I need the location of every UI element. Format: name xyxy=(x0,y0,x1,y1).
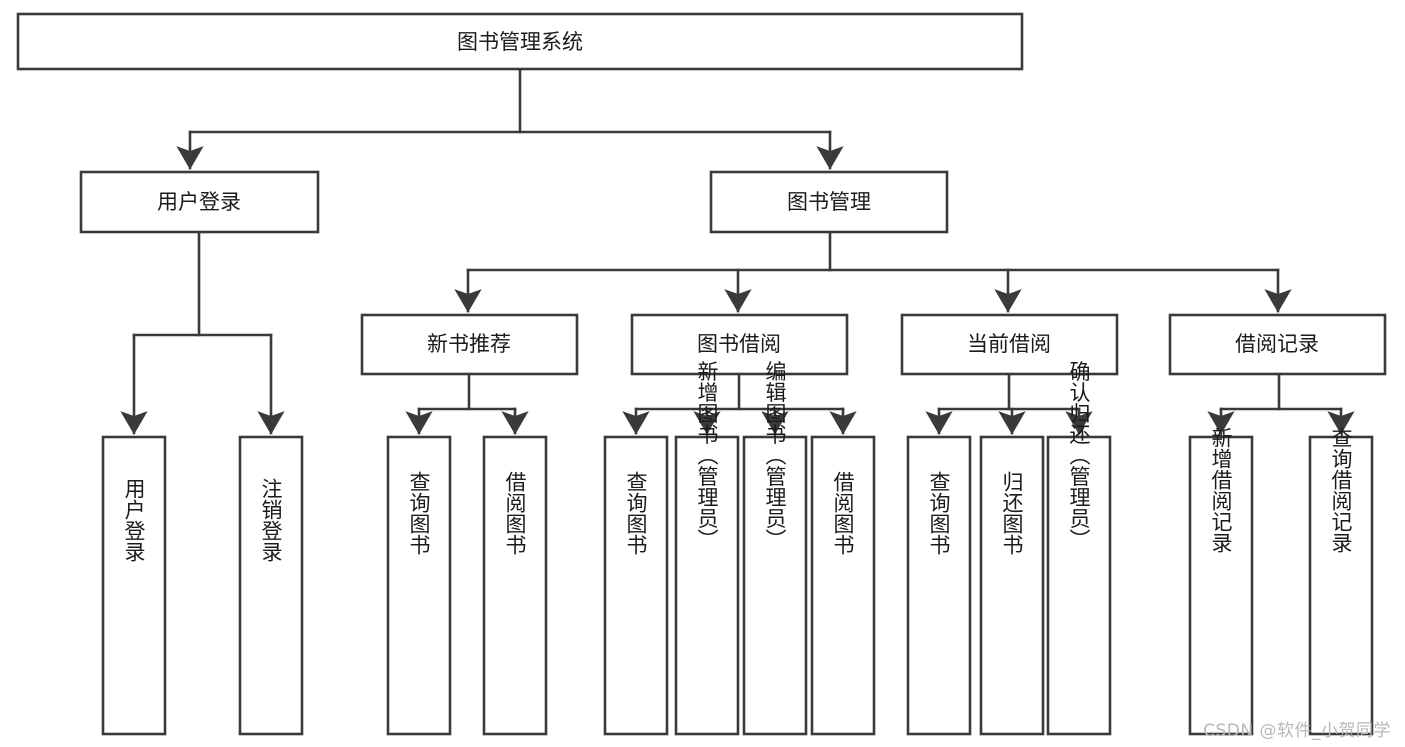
node-leaf-add-record-box[interactable] xyxy=(1188,435,1254,736)
node-leaf-borrow-book-1-box[interactable] xyxy=(482,435,548,736)
node-leaf-query-book-1[interactable]: 查询图书 xyxy=(386,435,452,736)
node-user-login-box[interactable] xyxy=(79,170,320,234)
node-layer: 图书管理系统 用户登录 图书管理 新书推荐 图书借阅 当前 xyxy=(16,12,1387,736)
node-leaf-borrow-book-2-box[interactable] xyxy=(810,435,876,736)
node-leaf-query-book-3-box[interactable] xyxy=(906,435,972,736)
node-borrow-record-label: 借阅记录 xyxy=(1235,332,1319,356)
node-new-book-rec[interactable]: 新书推荐 xyxy=(360,313,579,376)
node-current-borrow[interactable]: 当前借阅 xyxy=(900,313,1119,376)
node-leaf-query-record-box[interactable] xyxy=(1308,435,1374,736)
node-leaf-user-login[interactable]: 用户登录 xyxy=(101,435,167,736)
node-leaf-edit-book[interactable]: 编辑图书（管理员） xyxy=(742,361,808,736)
node-user-login[interactable]: 用户登录 xyxy=(79,170,320,234)
node-leaf-borrow-book-1-label: 借阅图书 xyxy=(503,471,527,555)
node-leaf-add-record-label: 新增借阅记录 xyxy=(1209,427,1233,553)
node-root[interactable]: 图书管理系统 xyxy=(16,12,1024,71)
node-book-mgmt-label: 图书管理 xyxy=(787,190,871,214)
node-leaf-logout[interactable]: 注销登录 xyxy=(238,435,304,736)
node-leaf-query-book-3-label: 查询图书 xyxy=(927,471,951,555)
node-current-borrow-label: 当前借阅 xyxy=(967,332,1051,356)
node-leaf-query-book-3[interactable]: 查询图书 xyxy=(906,435,972,736)
node-leaf-return-book-label: 归还图书 xyxy=(1000,471,1024,555)
node-book-mgmt-box[interactable] xyxy=(709,170,949,234)
node-book-borrow-box[interactable] xyxy=(630,313,849,376)
node-leaf-borrow-book-2[interactable]: 借阅图书 xyxy=(810,435,876,736)
node-leaf-query-record-label: 查询借阅记录 xyxy=(1329,427,1353,553)
node-book-borrow[interactable]: 图书借阅 xyxy=(630,313,849,376)
node-leaf-logout-box[interactable] xyxy=(238,435,304,736)
node-new-book-rec-label: 新书推荐 xyxy=(427,332,511,356)
node-book-mgmt[interactable]: 图书管理 xyxy=(709,170,949,234)
node-current-borrow-box[interactable] xyxy=(900,313,1119,376)
node-new-book-rec-box[interactable] xyxy=(360,313,579,376)
node-leaf-query-book-2-label: 查询图书 xyxy=(624,471,648,555)
node-leaf-confirm-return[interactable]: 确认归还（管理员） xyxy=(1046,361,1112,736)
node-leaf-add-record[interactable]: 新增借阅记录 xyxy=(1188,427,1254,736)
node-leaf-add-book-box[interactable] xyxy=(674,435,740,736)
node-leaf-query-record[interactable]: 查询借阅记录 xyxy=(1308,427,1374,736)
node-borrow-record[interactable]: 借阅记录 xyxy=(1168,313,1387,376)
node-leaf-user-login-label: 用户登录 xyxy=(122,478,146,562)
node-leaf-add-book-label: 新增图书（管理员） xyxy=(695,361,719,550)
csdn-watermark: CSDN @软件_小贺同学 xyxy=(1203,721,1391,741)
connector-layer xyxy=(120,67,1355,435)
node-leaf-query-book-2-box[interactable] xyxy=(603,435,669,736)
node-leaf-borrow-book-2-label: 借阅图书 xyxy=(831,471,855,555)
node-borrow-record-box[interactable] xyxy=(1168,313,1387,376)
node-leaf-edit-book-box[interactable] xyxy=(742,435,808,736)
node-book-borrow-label: 图书借阅 xyxy=(697,332,781,356)
node-user-login-label: 用户登录 xyxy=(157,190,241,214)
node-leaf-return-book[interactable]: 归还图书 xyxy=(979,435,1045,736)
node-leaf-add-book[interactable]: 新增图书（管理员） xyxy=(674,361,740,736)
node-leaf-return-book-box[interactable] xyxy=(979,435,1045,736)
node-leaf-borrow-book-1[interactable]: 借阅图书 xyxy=(482,435,548,736)
node-leaf-query-book-1-label: 查询图书 xyxy=(407,471,431,555)
node-root-label: 图书管理系统 xyxy=(457,30,583,54)
node-leaf-query-book-2[interactable]: 查询图书 xyxy=(603,435,669,736)
node-leaf-query-book-1-box[interactable] xyxy=(386,435,452,736)
node-leaf-logout-label: 注销登录 xyxy=(259,478,283,562)
node-leaf-confirm-return-label: 确认归还（管理员） xyxy=(1067,361,1091,550)
node-leaf-user-login-box[interactable] xyxy=(101,435,167,736)
node-leaf-confirm-return-box[interactable] xyxy=(1046,435,1112,736)
node-leaf-edit-book-label: 编辑图书（管理员） xyxy=(763,361,787,550)
node-root-box[interactable] xyxy=(16,12,1024,71)
